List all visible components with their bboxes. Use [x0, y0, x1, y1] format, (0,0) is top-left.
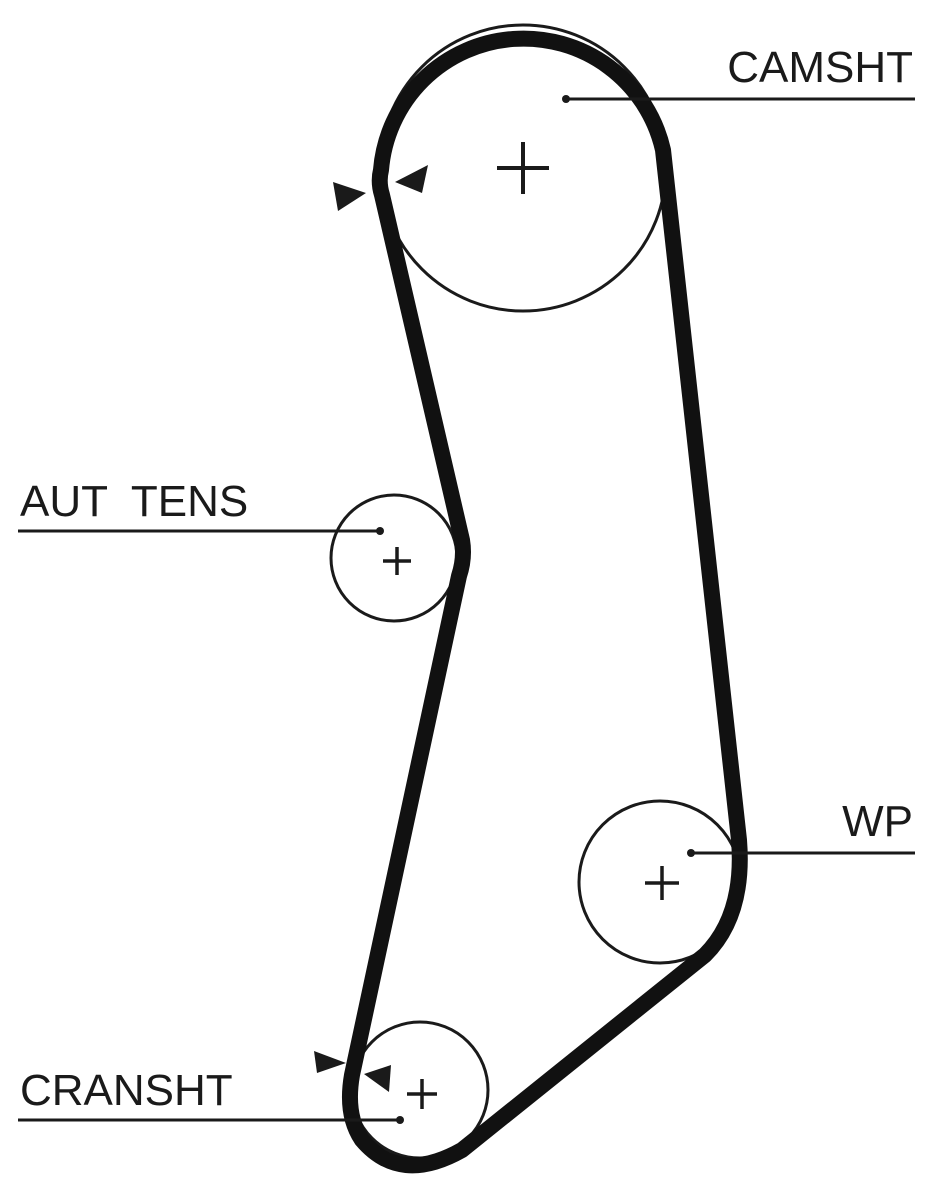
tensioner-label: AUT TENS: [20, 477, 248, 526]
camshaft-leader-dot: [562, 95, 570, 103]
crankshaft-hub-icon: [407, 1079, 437, 1109]
crankshaft-timing-mark-inner-icon: [364, 1065, 391, 1092]
camshaft-label: CAMSHT: [727, 43, 913, 92]
camshaft-timing-mark-outer-icon: [333, 182, 366, 211]
camshaft-hub-icon: [497, 142, 549, 194]
crankshaft-timing-mark-outer-icon: [314, 1051, 346, 1073]
water-pump-leader-dot: [687, 849, 695, 857]
tensioner-hub-icon: [383, 547, 411, 575]
tensioner-leader-dot: [376, 527, 384, 535]
timing-belt: [342, 30, 748, 1174]
water-pump-label: WP: [842, 797, 913, 846]
camshaft-timing-mark-inner-icon: [395, 165, 428, 193]
water-pump-hub-icon: [645, 866, 679, 900]
crankshaft-leader-dot: [396, 1116, 404, 1124]
tensioner-pulley: [329, 493, 459, 623]
crankshaft-label: CRANSHT: [20, 1066, 233, 1115]
